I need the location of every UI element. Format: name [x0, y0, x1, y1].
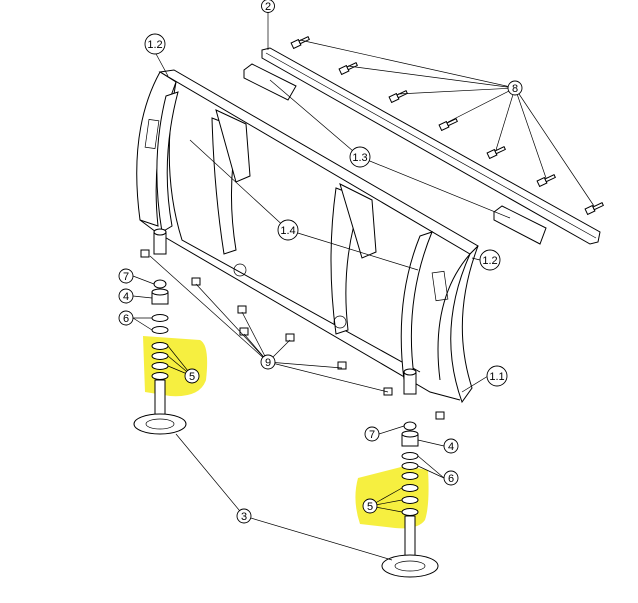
svg-text:9: 9 — [265, 357, 271, 369]
svg-text:1.2: 1.2 — [482, 255, 497, 267]
right-shoe-stack — [381, 421, 439, 578]
callout-1-1: 1.1 — [486, 365, 508, 387]
svg-text:8: 8 — [512, 83, 518, 95]
callout-1-2-top: 1.2 — [144, 33, 166, 55]
callout-1-3: 1.3 — [349, 146, 371, 168]
callout-6-left: 6 — [118, 310, 134, 326]
svg-text:7: 7 — [369, 429, 375, 441]
callout-5-right: 5 — [362, 498, 378, 514]
callout-5-left: 5 — [184, 368, 200, 384]
svg-text:1.3: 1.3 — [352, 152, 367, 164]
svg-text:2: 2 — [265, 1, 271, 13]
svg-text:4: 4 — [448, 441, 454, 453]
wear-strip — [261, 12, 601, 245]
svg-text:7: 7 — [123, 271, 129, 283]
callout-2: 2 — [261, 0, 275, 13]
svg-text:3: 3 — [241, 511, 247, 523]
rubber-pads — [243, 63, 547, 245]
callout-9: 9 — [260, 354, 276, 370]
callout-4-right: 4 — [443, 438, 459, 454]
plow-blade — [136, 69, 479, 404]
callout-8: 8 — [507, 80, 523, 96]
callout-6-right: 6 — [443, 470, 459, 486]
svg-text:5: 5 — [367, 501, 373, 513]
callout-1-4: 1.4 — [277, 219, 299, 241]
callout-3: 3 — [236, 508, 252, 524]
svg-text:6: 6 — [123, 313, 129, 325]
svg-text:1.1: 1.1 — [489, 371, 504, 383]
svg-text:4: 4 — [123, 291, 129, 303]
callout-1-2-right: 1.2 — [479, 249, 501, 271]
svg-text:1.4: 1.4 — [280, 225, 295, 237]
callout-7-right: 7 — [364, 426, 380, 442]
svg-text:6: 6 — [448, 473, 454, 485]
svg-text:1.2: 1.2 — [147, 39, 162, 51]
nuts — [140, 249, 445, 420]
svg-text:5: 5 — [189, 371, 195, 383]
left-shoe-stack — [133, 279, 187, 435]
bolts — [290, 36, 604, 216]
callout-7-left: 7 — [118, 268, 134, 284]
callout-4-left: 4 — [118, 288, 134, 304]
